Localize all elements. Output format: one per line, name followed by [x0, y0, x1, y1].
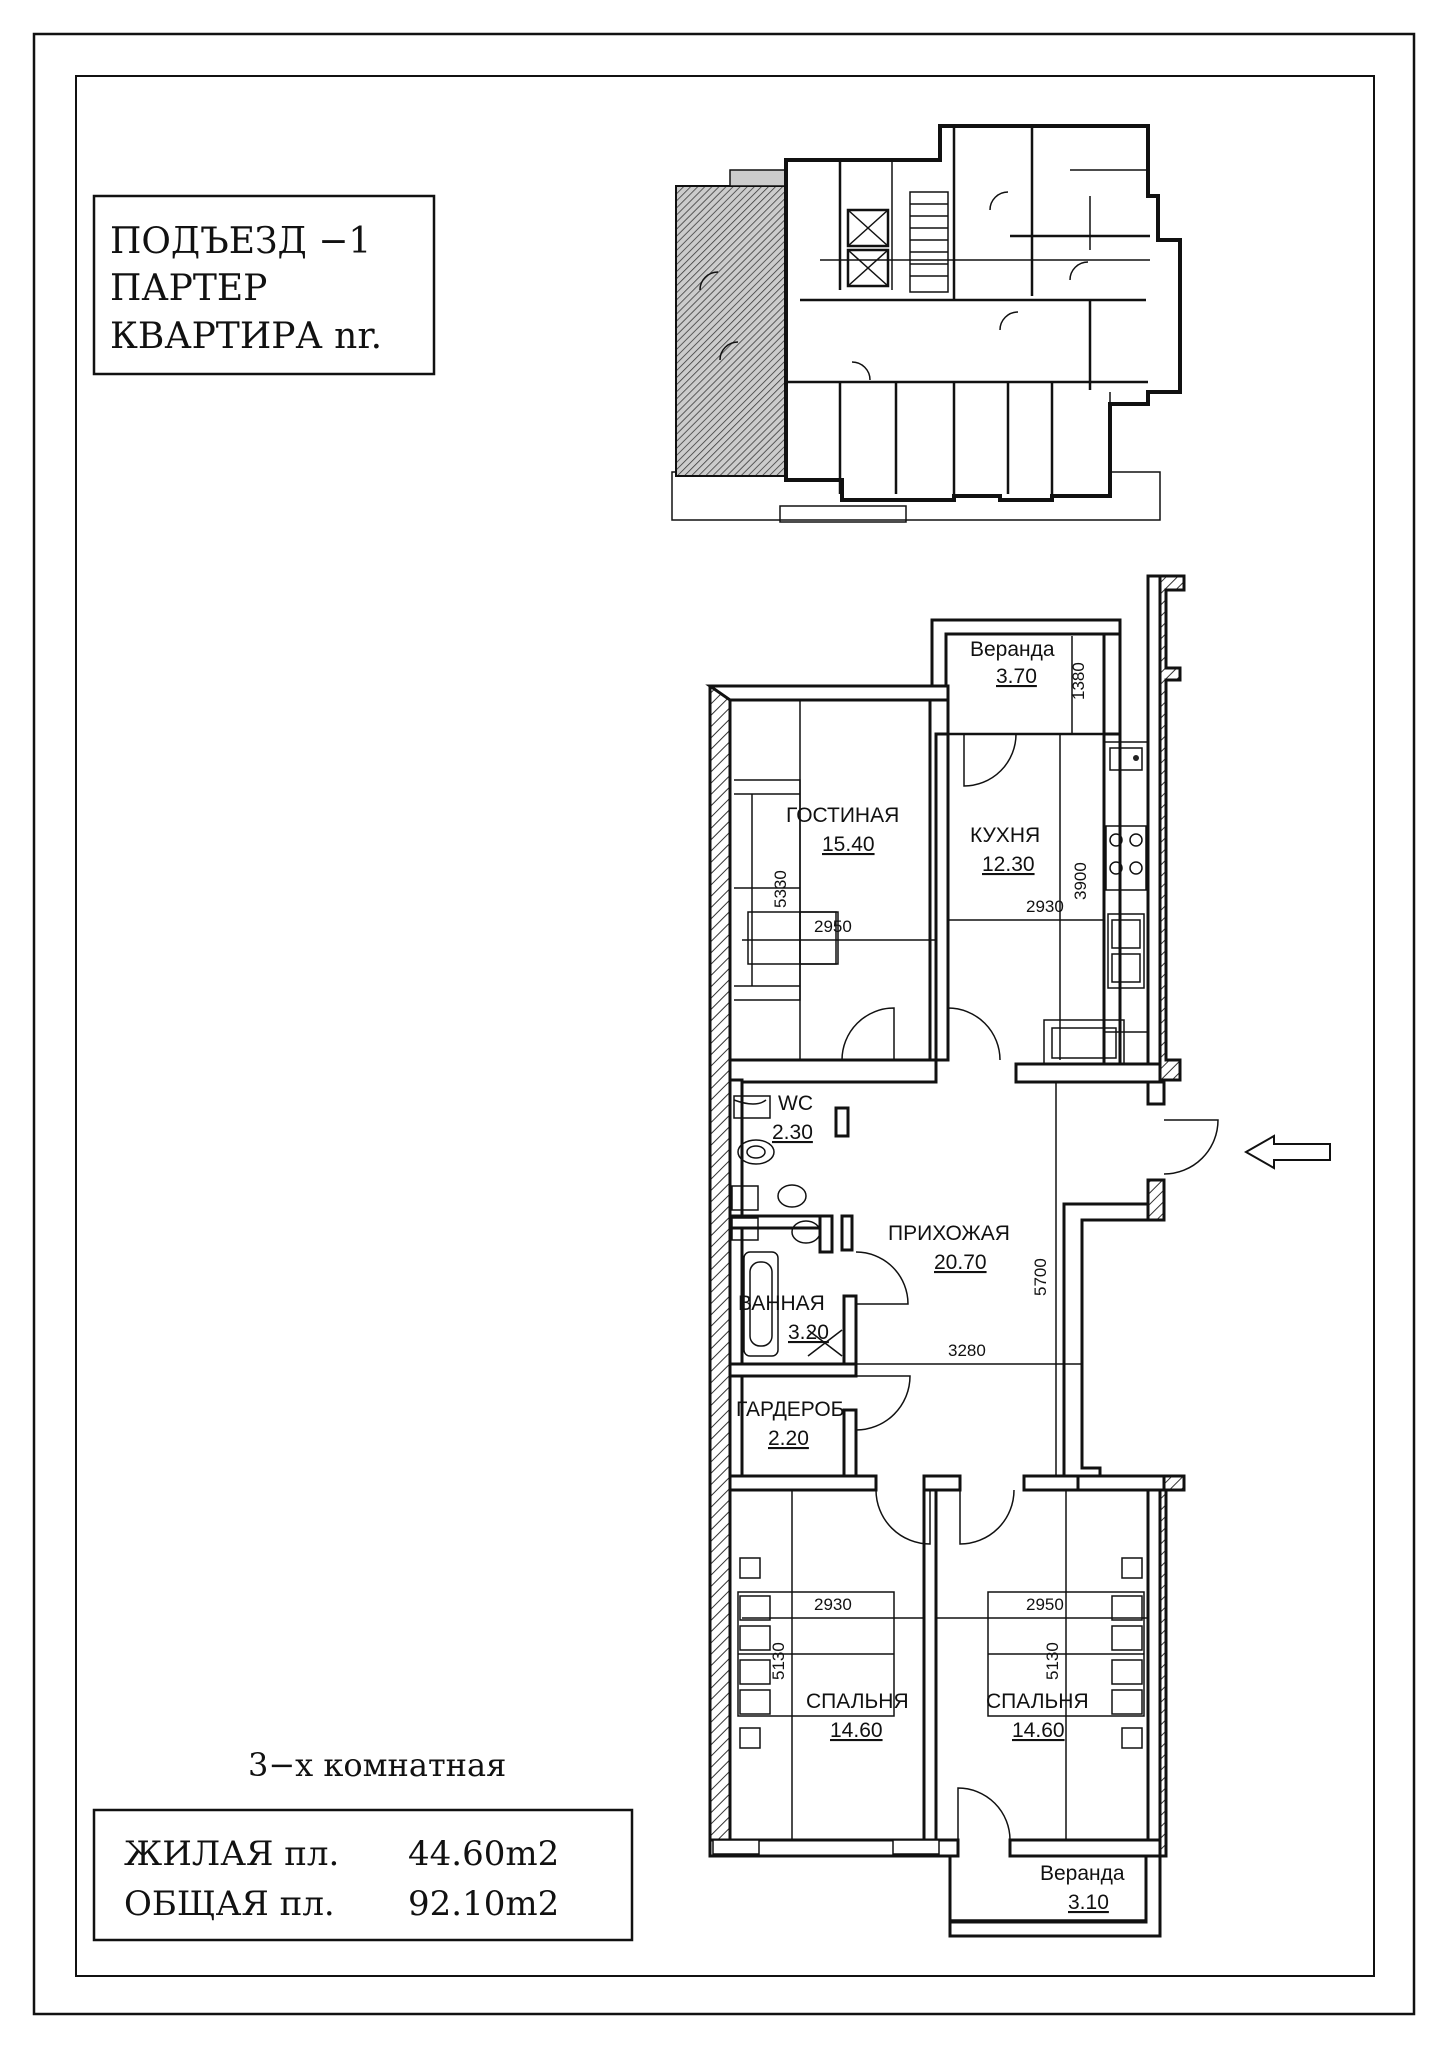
veranda-bottom-rail	[936, 1854, 1162, 1938]
dim-bedroom-2-width: 2950	[1026, 1595, 1064, 1614]
living-room-area: 15.40	[822, 833, 875, 856]
dimension-labels: 1380 5330 2950 2930 3900 5700 3280 2930 …	[769, 662, 1090, 1680]
inner-frame	[75, 75, 1375, 1977]
key-plan	[671, 124, 1182, 523]
living-room-name: ГОСТИНАЯ	[786, 804, 899, 827]
bedroom-1-name: СПАЛЬНЯ	[806, 1690, 909, 1713]
room-labels: Веранда 3.70 ГОСТИНАЯ 15.40 КУХНЯ 12.30 …	[736, 638, 1125, 1914]
bedroom-1-area: 14.60	[830, 1719, 883, 1742]
dim-living-length: 5330	[771, 870, 790, 908]
veranda-bottom-name: Веранда	[1040, 1862, 1125, 1885]
floor-label: ПАРТЕР	[110, 268, 267, 309]
living-area-value: 44.60m2	[408, 1834, 559, 1874]
wc-area: 2.30	[772, 1121, 813, 1144]
bedroom-beds	[737, 1557, 1145, 1749]
apartment-plan	[705, 574, 1331, 1938]
dimension-lines	[742, 636, 1148, 1840]
left-exterior-wall	[708, 684, 732, 1858]
veranda-top-rail	[930, 618, 1122, 688]
kitchen-furniture	[1043, 741, 1149, 1065]
outer-frame	[32, 32, 1416, 2016]
dim-veranda-depth: 1380	[1069, 662, 1088, 700]
wardrobe-area: 2.20	[768, 1427, 809, 1450]
dim-bedroom-2-length: 5130	[1043, 1642, 1062, 1680]
doors	[841, 733, 1219, 1841]
hall-area: 20.70	[934, 1251, 987, 1274]
apartment-type: 3−х комнатная	[248, 1746, 506, 1784]
dim-hall-width: 3280	[948, 1341, 986, 1360]
dim-living-width: 2950	[814, 917, 852, 936]
entrance-label: ПОДЪЕЗД −1	[110, 221, 371, 262]
dim-bedroom-1-length: 5130	[769, 1642, 788, 1680]
wc-name: WC	[778, 1092, 813, 1115]
hall-name: ПРИХОЖАЯ	[888, 1222, 1010, 1245]
veranda-bottom-area: 3.10	[1068, 1891, 1109, 1914]
apartment-label: КВАРТИРА nr.	[110, 316, 382, 357]
dim-bedroom-1-width: 2930	[814, 1595, 852, 1614]
bathroom-area: 3.20	[788, 1321, 829, 1344]
bedroom-2-name: СПАЛЬНЯ	[986, 1690, 1089, 1713]
bathroom-fixtures	[731, 1095, 843, 1357]
kitchen-name: КУХНЯ	[970, 824, 1040, 847]
dim-kitchen-length: 3900	[1071, 862, 1090, 900]
entrance-arrow-icon	[1243, 1134, 1331, 1170]
dim-hall-length: 5700	[1031, 1258, 1050, 1296]
key-plan-apartment-highlight	[675, 185, 793, 477]
total-area-value: 92.10m2	[408, 1884, 559, 1924]
dim-kitchen-width: 2930	[1026, 897, 1064, 916]
living-area-label: ЖИЛАЯ пл.	[124, 1834, 339, 1874]
area-summary-box: ЖИЛАЯ пл. 44.60m2 ОБЩАЯ пл. 92.10m2	[92, 1808, 634, 1942]
kitchen-area: 12.30	[982, 853, 1035, 876]
veranda-top-area: 3.70	[996, 665, 1037, 688]
veranda-top-name: Веранда	[970, 638, 1055, 661]
bedroom-2-area: 14.60	[1012, 1719, 1065, 1742]
total-area-label: ОБЩАЯ пл.	[124, 1884, 335, 1924]
wardrobe-name: ГАРДЕРОБ	[736, 1398, 844, 1421]
header-box: ПОДЪЕЗД −1 ПАРТЕР КВАРТИРА nr.	[92, 194, 436, 376]
bathroom-name: ВАННАЯ	[738, 1292, 825, 1315]
